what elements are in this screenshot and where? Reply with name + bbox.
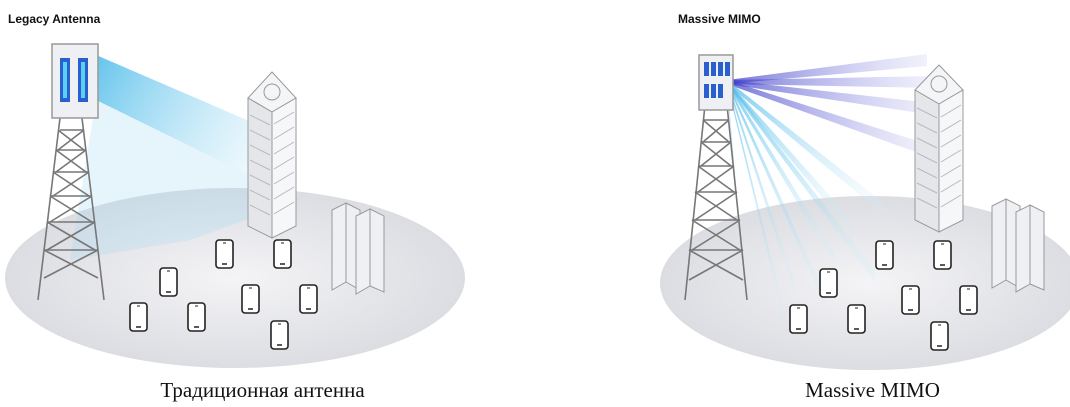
- coverage-ground: [660, 196, 1070, 370]
- mimo-beam: [727, 80, 853, 234]
- tower-icon: [684, 104, 748, 301]
- smartphone-icon: [187, 302, 206, 332]
- mimo-beam: [727, 80, 835, 266]
- massive-mimo-panel: Massive MIMO: [535, 0, 1070, 407]
- smartphone-icon: [901, 285, 920, 315]
- legacy-antenna-caption: Традиционная антенна: [160, 378, 365, 402]
- mimo-beam: [727, 80, 795, 296]
- smartphone-icon: [241, 284, 260, 314]
- legacy-antenna-icon: [51, 43, 99, 119]
- mimo-beam: [727, 80, 875, 282]
- mimo-beam: [727, 80, 927, 156]
- massive-mimo-scene: [660, 54, 1070, 370]
- smartphone-icon: [270, 320, 289, 350]
- tower-icon: [37, 117, 105, 301]
- mimo-beam: [727, 80, 885, 216]
- mimo-beam: [727, 54, 927, 84]
- legacy-antenna-scene: [5, 43, 465, 368]
- massive-mimo-antenna-icon: [698, 54, 734, 111]
- smartphone-icon: [129, 302, 148, 332]
- building-icon: [991, 198, 1045, 293]
- smartphone-icon: [215, 239, 234, 269]
- legacy-antenna-title: Legacy Antenna: [8, 12, 101, 26]
- mimo-beam: [727, 76, 935, 88]
- smartphone-icon: [959, 285, 978, 315]
- mimo-beam: [727, 80, 825, 306]
- smartphone-icon: [299, 284, 318, 314]
- smartphone-icon: [875, 240, 894, 270]
- massive-mimo-title: Massive MIMO: [678, 12, 761, 26]
- mimo-beam: [727, 80, 785, 326]
- building-icon: [331, 202, 385, 295]
- mimo-beam: [727, 80, 940, 116]
- legacy-antenna-panel: Legacy Antenna: [5, 12, 465, 402]
- smartphone-icon: [930, 321, 949, 351]
- building-icon: [914, 64, 964, 233]
- building-icon: [247, 71, 297, 239]
- smartphones-mimo: [789, 240, 978, 351]
- smartphone-icon: [847, 304, 866, 334]
- smartphone-icon: [933, 240, 952, 270]
- massive-mimo-caption: Massive MIMO: [805, 378, 940, 402]
- smartphone-icon: [159, 267, 178, 297]
- smartphone-icon: [789, 304, 808, 334]
- smartphone-icon: [819, 268, 838, 298]
- smartphone-icon: [273, 239, 292, 269]
- smartphones-legacy: [129, 239, 318, 350]
